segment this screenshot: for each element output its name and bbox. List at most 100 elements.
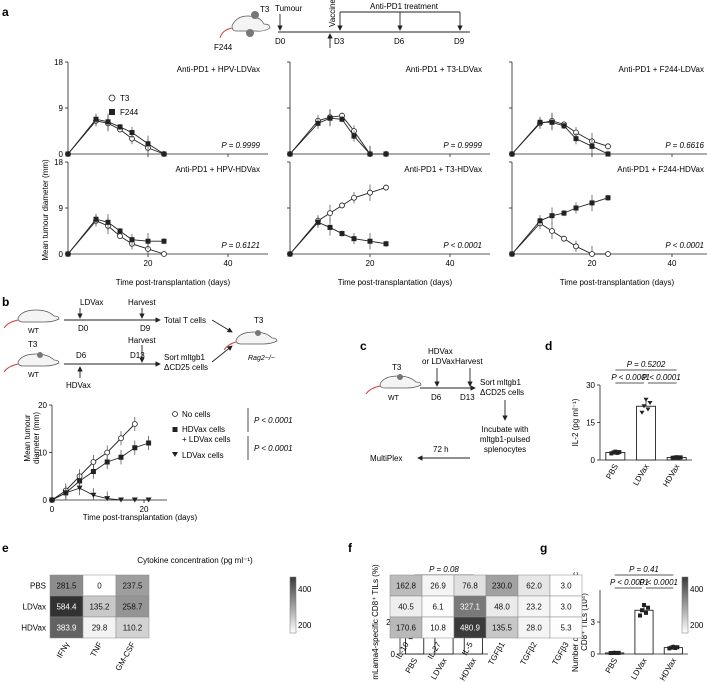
heatmap-value: 135.2: [89, 603, 110, 612]
heatmap-value: 3.0: [560, 603, 572, 612]
category-label: LDVax: [631, 463, 651, 488]
sort-label: ΔCD25 cells: [164, 363, 208, 372]
bar: [636, 405, 656, 461]
p-value: P < 0.0001: [254, 416, 293, 425]
data-point: [383, 184, 389, 191]
data-point: [118, 497, 124, 503]
heatmap-value: 383.9: [56, 624, 77, 633]
day-label-d6: D6: [431, 393, 442, 402]
scale-label: 200: [298, 621, 312, 630]
vaccine-label: Vaccine: [328, 0, 337, 27]
data-point: [605, 195, 611, 201]
mouse-label-t3: T3: [260, 5, 270, 14]
x-tick-label: 40: [446, 259, 455, 268]
data-point: [351, 133, 357, 139]
chart-title: Anti-PD1 + T3-HDVax: [404, 165, 482, 174]
heatmap-value: 327.1: [460, 603, 481, 612]
data-point: [605, 143, 611, 150]
heatmap-value: 62.0: [526, 582, 542, 591]
data-point: [62, 490, 69, 496]
incubate-label: mltgb1-pulsed: [480, 435, 530, 444]
legend-mixed: + LDVax cells: [182, 435, 231, 444]
data-point: [287, 151, 293, 157]
series-line: [289, 187, 387, 255]
panel-label-e: e: [2, 541, 9, 555]
tumour-icon: [251, 11, 259, 19]
panel-b-legend: No cells HDVax cells + LDVax cells LDVax…: [172, 408, 293, 460]
hdvax-label: HDVax: [428, 347, 453, 356]
panel-a-schematic: T3 F244 Tumour D0 Vaccine Anti-PD1 treat…: [214, 0, 470, 52]
tumour-label: Tumour: [275, 4, 303, 13]
data-point: [640, 608, 644, 613]
data-point: [549, 228, 555, 234]
x-tick-label: 20: [366, 259, 375, 268]
data-point: [104, 449, 111, 456]
sort-label: Sort mltgb1: [480, 378, 521, 387]
data-point: [65, 151, 71, 157]
p-value: P = 0.5202: [627, 360, 666, 369]
p-value: P = 0.08: [429, 565, 459, 574]
mouse-label-f244: F244: [214, 43, 233, 52]
x-tick-label: 40: [224, 259, 233, 268]
p-value: P < 0.0001: [611, 373, 650, 382]
category-label: HDVax: [658, 657, 678, 683]
data-point: [104, 459, 110, 465]
data-point: [105, 219, 111, 225]
panel-a-legend: T3 F244: [108, 94, 139, 117]
data-point: [645, 407, 651, 412]
category-label: PBS: [604, 463, 620, 481]
series-line: [289, 117, 386, 155]
heatmap-value: 5.3: [560, 624, 572, 633]
row-label: LDVax: [23, 603, 46, 612]
column-label: GM-CSF: [114, 640, 138, 672]
day-label-d6: D6: [76, 351, 87, 360]
data-point: [573, 136, 579, 142]
y-tick-label: 0: [59, 250, 64, 259]
heatmap-value: 584.4: [56, 603, 77, 612]
data-point: [644, 610, 648, 615]
data-point: [76, 485, 83, 491]
harvest-label: Harvest: [128, 298, 156, 307]
data-point: [537, 119, 543, 125]
panel-label-b: b: [2, 295, 9, 309]
data-point: [129, 130, 135, 136]
mouse-label-wt: WT: [388, 395, 400, 402]
y-tick-label: 0: [391, 650, 396, 659]
data-point: [65, 251, 71, 257]
data-point: [605, 251, 611, 257]
sort-label: ΔCD25 cells: [480, 388, 524, 397]
data-point: [589, 200, 595, 206]
legend-f244: F244: [120, 108, 139, 117]
data-point: [573, 205, 579, 211]
data-point: [49, 497, 55, 503]
series-line: [511, 222, 608, 255]
data-point: [561, 235, 567, 242]
heatmap-value: 23.2: [526, 603, 542, 612]
heatmap-value: 162.8: [396, 582, 417, 591]
data-point: [118, 435, 124, 442]
heatmap-value: 3.0: [560, 582, 572, 591]
data-point: [327, 115, 333, 121]
data-point: [509, 251, 515, 257]
mouse-label-wt: WT: [28, 328, 40, 335]
panel-a-xlabel-3: Time post-transplantation (days): [560, 278, 675, 287]
data-point: [90, 459, 97, 465]
data-point: [561, 210, 567, 216]
data-point: [145, 141, 151, 147]
tumour-icon: [397, 374, 403, 380]
time-label: 72 h: [433, 445, 449, 454]
mouse-icon: [3, 309, 60, 329]
data-point: [351, 236, 357, 242]
panel-c-schematic: T3 WT HDVax or LDVax Harvest D6 D13 Sort…: [365, 347, 530, 463]
heatmap-value: 26.9: [430, 582, 446, 591]
series-line: [51, 487, 149, 501]
data-point: [549, 119, 555, 125]
data-point: [145, 238, 151, 244]
data-point: [105, 119, 111, 125]
heatmap-value: 237.5: [122, 582, 143, 591]
data-point: [678, 455, 683, 460]
y-tick-label: 0: [59, 150, 64, 159]
day-label-d9: D9: [140, 324, 151, 333]
p-value: P < 0.0001: [665, 241, 704, 250]
